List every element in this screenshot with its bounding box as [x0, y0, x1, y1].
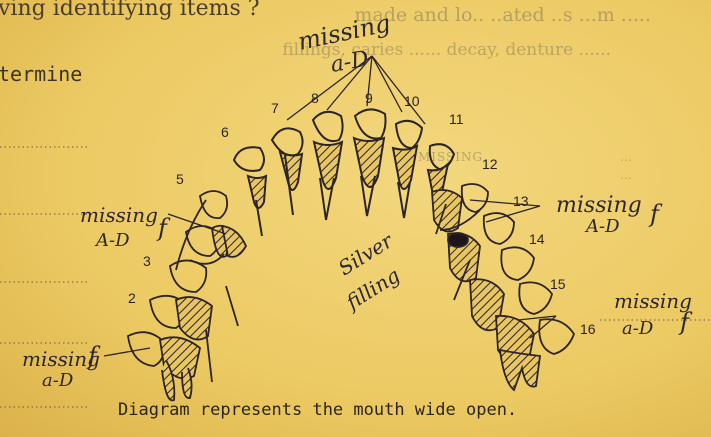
tooth-crown	[519, 282, 552, 314]
tooth-number-14: 14	[529, 231, 545, 247]
tooth-number-7: 7	[271, 100, 279, 116]
annotation-right-upper-mark: f	[648, 200, 663, 228]
tooth-crown	[170, 260, 206, 292]
tooth-number-8: 8	[311, 90, 319, 106]
diagram-caption: Diagram represents the mouth wide open.	[118, 400, 517, 420]
annotation-left-lower-range: a-D	[42, 370, 74, 391]
tooth-number-13: 13	[513, 193, 529, 209]
annotation-left-upper-missing: missing	[80, 203, 158, 227]
tooth-crown	[430, 144, 454, 170]
tooth-crown	[272, 128, 303, 155]
tooth-number-10: 10	[404, 93, 420, 109]
annotation-top-missing: missing	[295, 9, 392, 56]
tooth-crown	[501, 247, 534, 280]
tooth-crown	[234, 147, 264, 171]
upper-incisors	[234, 109, 454, 236]
tooth-number-6: 6	[221, 124, 229, 140]
silver-filling-mark	[448, 233, 468, 247]
tooth-crown	[313, 112, 343, 141]
tooth-number-12: 12	[482, 156, 498, 172]
form-lines	[0, 147, 711, 407]
tooth-number-9: 9	[365, 90, 373, 106]
tooth-number-16: 16	[580, 321, 596, 337]
annotation-right-upper-range: A-D	[584, 216, 620, 237]
tooth-number-2: 2	[128, 290, 136, 306]
tooth-number-11: 11	[449, 111, 464, 127]
tooth-crown	[462, 184, 488, 212]
annotation-right-upper-missing: missing	[556, 193, 642, 218]
tooth-number-5: 5	[176, 171, 184, 187]
tooth-number-15: 15	[550, 276, 566, 292]
annotation-left-upper-mark: f	[156, 214, 171, 242]
annotation-top-range: a-D	[329, 47, 371, 78]
tooth-crown	[355, 109, 386, 138]
annotation-right-lower-range: a-D	[622, 318, 654, 339]
tooth-number-3: 3	[143, 253, 151, 269]
tooth-crown	[396, 121, 422, 148]
tooth-crown	[539, 319, 574, 354]
annotation-left-upper-range: A-D	[94, 230, 130, 251]
